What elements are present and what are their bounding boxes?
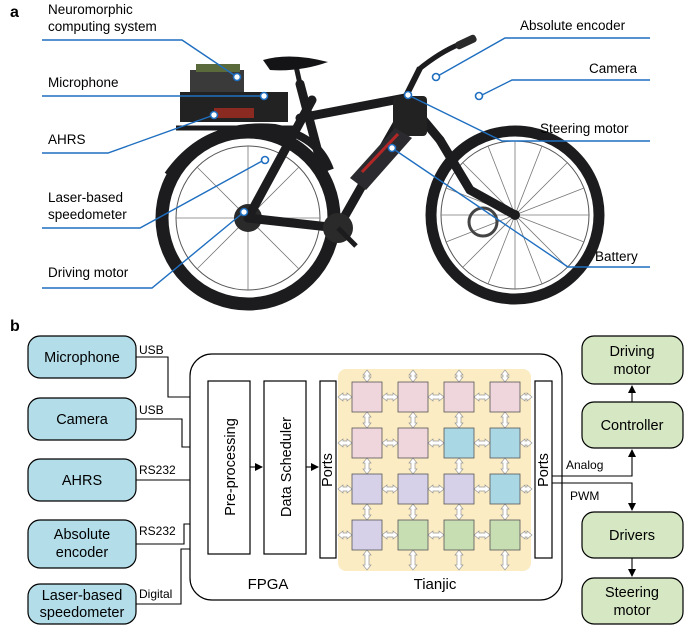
core-cell — [397, 519, 429, 551]
fpga-label: FPGA — [248, 576, 289, 593]
core-cell — [351, 381, 383, 413]
link-digital: Digital — [139, 587, 172, 601]
ports-left-block — [319, 380, 337, 559]
core-cell — [489, 381, 521, 413]
data-scheduler-label: Data Scheduler — [279, 417, 295, 517]
steering-motor-label-1: Steering — [605, 585, 659, 601]
core-cell — [351, 427, 383, 459]
core-cell — [443, 427, 475, 459]
label-driving-motor: Driving motor — [48, 265, 129, 280]
steering-motor-label-2: motor — [613, 603, 650, 619]
label-microphone: Microphone — [48, 75, 119, 90]
core-cell — [489, 519, 521, 551]
core-cell — [489, 427, 521, 459]
callout-dots-left — [209, 72, 270, 217]
label-absolute-encoder: Absolute encoder — [520, 18, 626, 33]
core-cell — [489, 473, 521, 505]
label-battery: Battery — [595, 249, 638, 264]
sensor-boxes — [27, 335, 137, 625]
sensor-label-microphone: Microphone — [44, 350, 120, 366]
core-link-arrow — [500, 549, 510, 571]
sensor-label-laser-1: Laser-based — [42, 588, 123, 604]
core-link-arrow — [519, 530, 533, 540]
callouts-left — [42, 39, 265, 289]
core-cell — [443, 381, 475, 413]
ports-left-label: Ports — [320, 453, 336, 487]
data-scheduler-block — [263, 380, 307, 555]
actuator-connections — [552, 385, 636, 577]
core-cell — [397, 427, 429, 459]
core-cell — [397, 381, 429, 413]
sensor-label-encoder-1: Absolute — [54, 527, 110, 543]
tianjic-label: Tianjic — [414, 576, 457, 593]
core-link-arrow — [454, 549, 464, 571]
sensor-label-camera: Camera — [56, 412, 109, 428]
driving-motor-box — [581, 335, 684, 385]
steering-motor-box — [581, 577, 684, 625]
analog-label: Analog — [566, 458, 603, 472]
core-link-arrow — [408, 549, 418, 571]
controller-label: Controller — [601, 418, 664, 434]
panel-a-letter: a — [10, 4, 19, 21]
driving-motor-label-2: motor — [613, 362, 650, 378]
bicycle-illustration — [155, 34, 605, 311]
link-usb-1: USB — [139, 343, 164, 357]
label-laser-1: Laser-based — [48, 190, 123, 205]
label-neuromorphic-2: computing system — [48, 19, 157, 34]
link-usb-2: USB — [139, 403, 164, 417]
core-link-arrow — [362, 549, 372, 571]
preprocessing-block — [207, 380, 251, 555]
core-cell — [443, 473, 475, 505]
link-rs232-1: RS232 — [139, 463, 176, 477]
tianjic-chip-bg — [338, 369, 531, 571]
preprocessing-label: Pre-processing — [223, 418, 239, 516]
label-laser-2: speedometer — [48, 207, 127, 222]
label-ahrs: AHRS — [48, 132, 86, 147]
callout-dots-right — [387, 72, 484, 153]
core-cell — [443, 519, 475, 551]
ports-right-block — [534, 380, 553, 559]
core-link-arrow — [519, 484, 533, 494]
core-cell — [351, 473, 383, 505]
driving-motor-label-1: Driving — [609, 344, 654, 360]
sensor-label-encoder-2: encoder — [56, 545, 109, 561]
link-rs232-2: RS232 — [139, 524, 176, 538]
core-link-arrow — [519, 438, 533, 448]
core-link-arrow — [519, 392, 533, 402]
core-cell — [397, 473, 429, 505]
label-neuromorphic-1: Neuromorphic — [48, 2, 133, 17]
sensor-label-laser-2: speedometer — [40, 605, 125, 621]
core-cell — [351, 519, 383, 551]
core-grid — [337, 369, 533, 571]
label-camera: Camera — [589, 61, 638, 76]
callouts-right — [391, 37, 650, 268]
sensor-label-ahrs: AHRS — [62, 473, 102, 489]
panel-b-letter: b — [10, 318, 20, 335]
drivers-label: Drivers — [609, 528, 655, 544]
pwm-label: PWM — [570, 489, 599, 503]
label-steering-motor: Steering motor — [540, 121, 629, 136]
ports-right-label: Ports — [536, 453, 552, 487]
